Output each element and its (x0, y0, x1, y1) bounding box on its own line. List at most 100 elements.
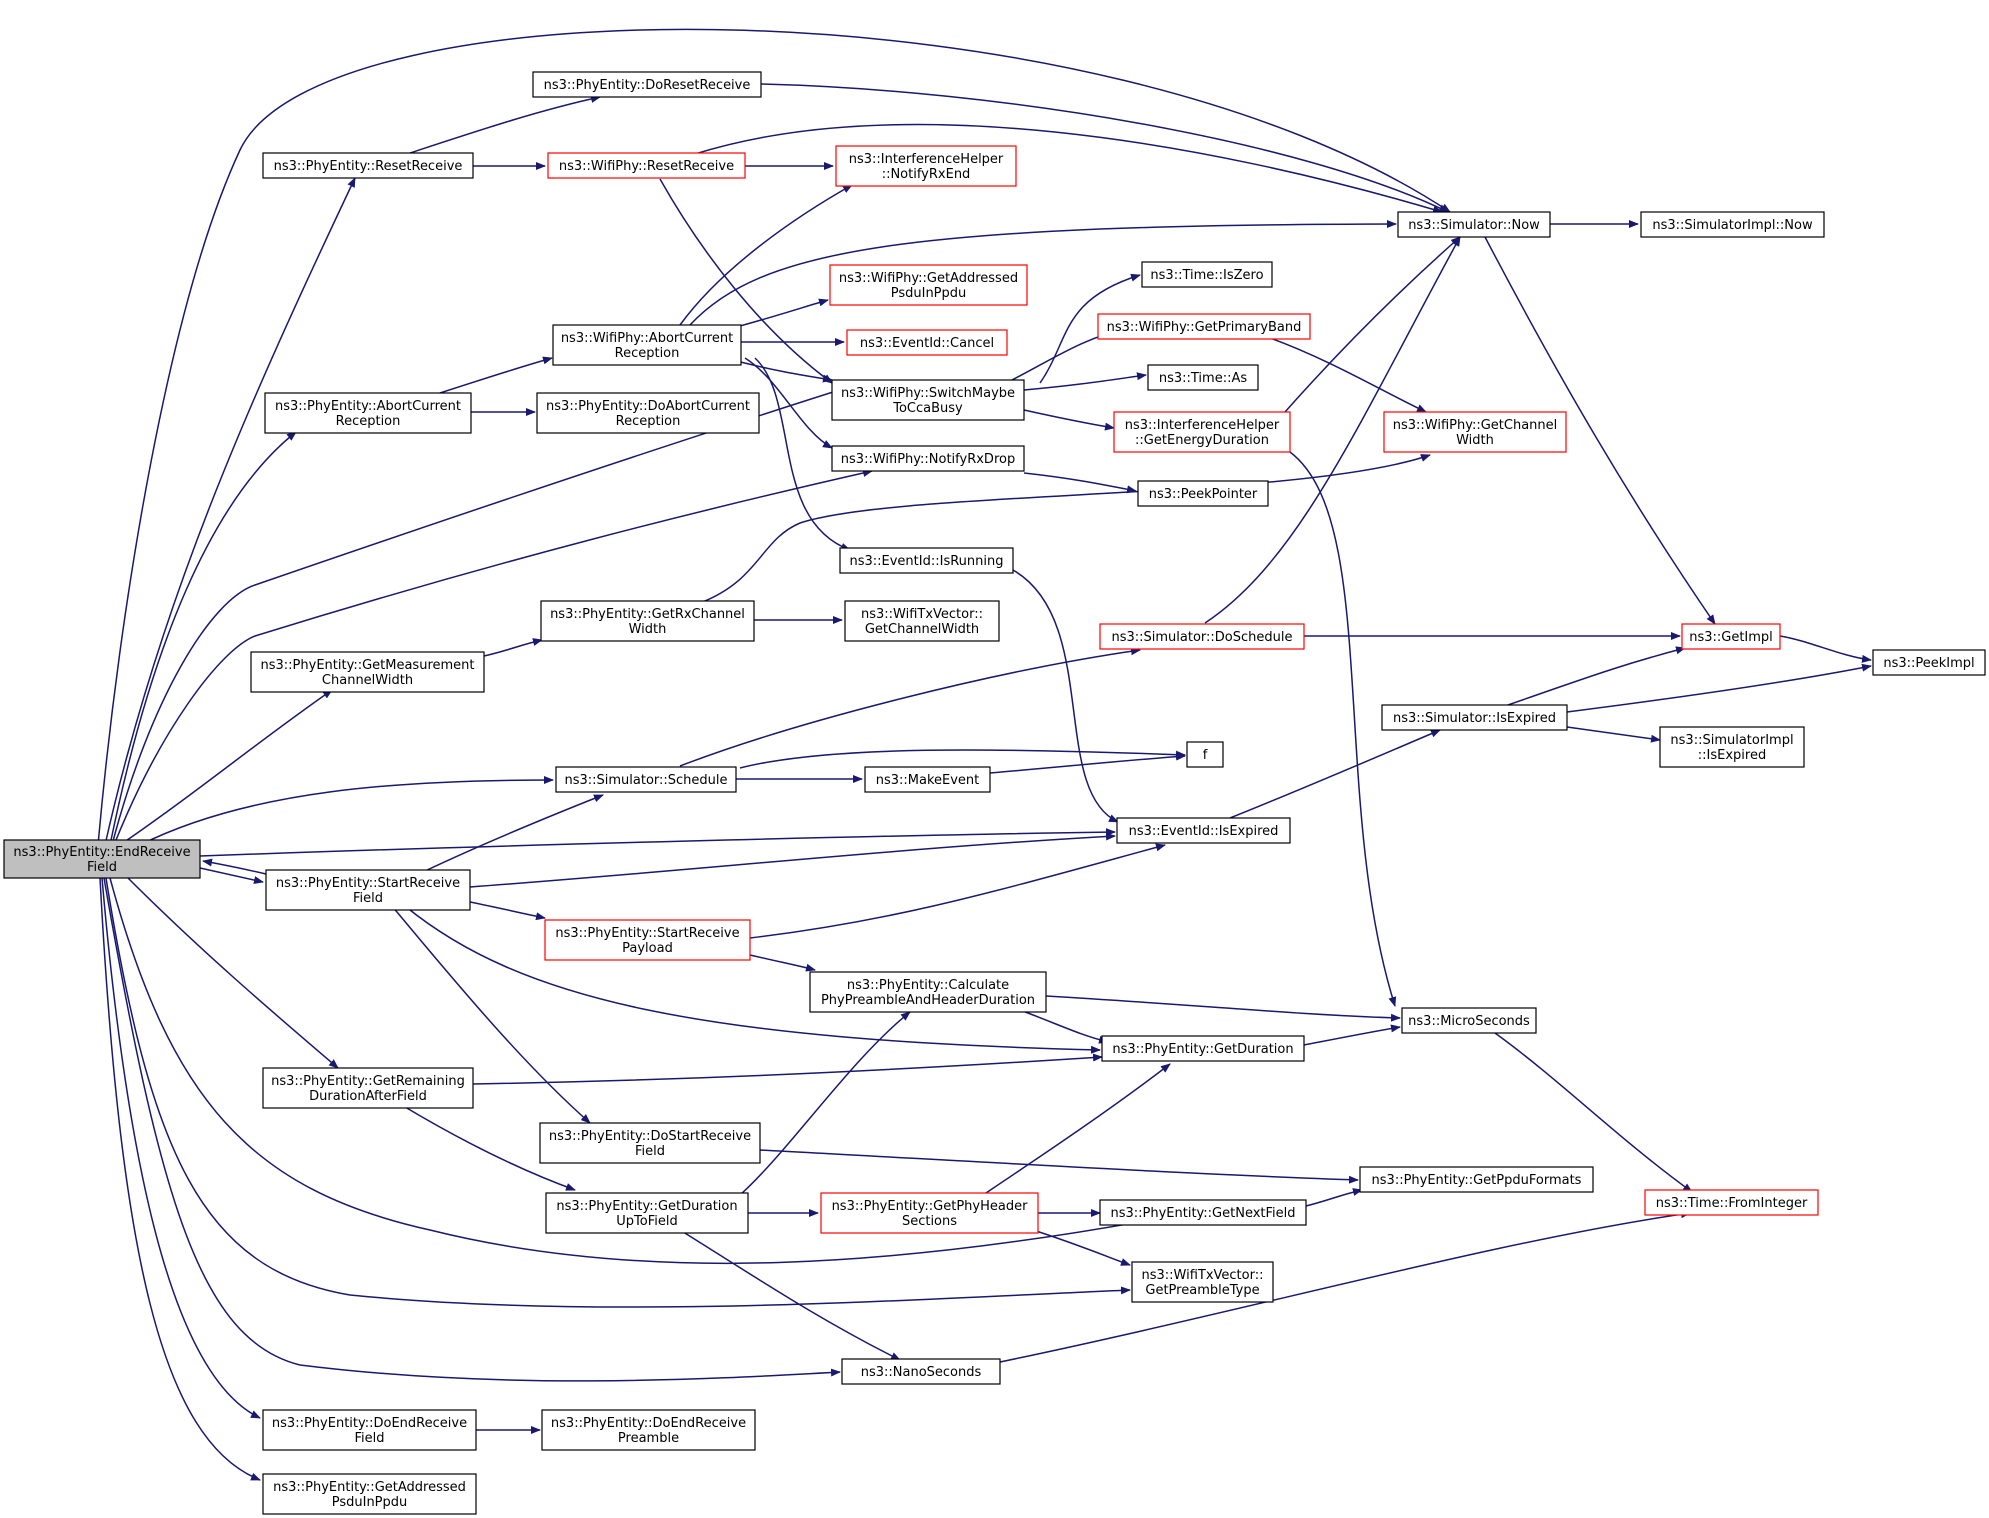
node-label: ::NotifyRxEnd (882, 167, 971, 182)
node-wifitxvector-getpreambletype[interactable]: ns3::WifiTxVector::GetPreambleType (1131, 1261, 1274, 1303)
node-label: Sections (902, 1214, 957, 1229)
node-phyentity-resetreceive[interactable]: ns3::PhyEntity::ResetReceive (262, 152, 474, 179)
node-label: ns3::WifiPhy::GetAddressed (839, 271, 1018, 286)
node-simulator-schedule[interactable]: ns3::Simulator::Schedule (555, 766, 737, 793)
node-label: ns3::PhyEntity::DoResetReceive (544, 78, 751, 93)
node-time-frominteger[interactable]: ns3::Time::FromInteger (1644, 1189, 1819, 1216)
node-box (264, 392, 472, 434)
node-box (532, 71, 762, 98)
node-eventid-cancel[interactable]: ns3::EventId::Cancel (846, 329, 1008, 356)
node-phyentity-getnextfield[interactable]: ns3::PhyEntity::GetNextField (1099, 1199, 1307, 1226)
node-label: ns3::PhyEntity::DoEndReceive (272, 1416, 467, 1431)
node-label: ns3::PhyEntity::GetPhyHeader (832, 1199, 1029, 1214)
node-box (545, 1192, 749, 1234)
node-time-iszero[interactable]: ns3::Time::IsZero (1141, 261, 1273, 288)
node-box (1872, 649, 1986, 676)
node-wifiphy-notifyrxdrop[interactable]: ns3::WifiPhy::NotifyRxDrop (831, 445, 1025, 472)
node-wifitxvector-getchannelwidth[interactable]: ns3::WifiTxVector::GetChannelWidth (844, 600, 1000, 642)
node-getimpl[interactable]: ns3::GetImpl (1681, 623, 1781, 650)
edge-startreceivefield-to-startreceivepayload (469, 901, 546, 921)
edge-getmeasurement-to-getrxchannelwidth (483, 638, 543, 657)
node-label: ns3::PeekPointer (1149, 487, 1258, 502)
node-simulator-now[interactable]: ns3::Simulator::Now (1397, 211, 1551, 238)
node-box (250, 651, 485, 693)
node-phyentity-doresetreceive[interactable]: ns3::PhyEntity::DoResetReceive (532, 71, 762, 98)
node-label: ns3::PhyEntity::AbortCurrent (275, 399, 461, 414)
node-phyentity-getppduformats[interactable]: ns3::PhyEntity::GetPpduFormats (1359, 1166, 1594, 1193)
node-label: Field (353, 891, 383, 906)
node-box (1099, 1199, 1307, 1226)
node-time-as[interactable]: ns3::Time::As (1147, 364, 1259, 391)
node-label: ns3::PhyEntity::GetMeasurement (261, 658, 475, 673)
node-phyentity-getduration[interactable]: ns3::PhyEntity::GetDuration (1101, 1035, 1305, 1062)
edge-endreceivefield-to-resetreceive (104, 177, 356, 846)
node-nanoseconds[interactable]: ns3::NanoSeconds (841, 1358, 1001, 1385)
node-simulatorimpl-isexpired[interactable]: ns3::SimulatorImpl::IsExpired (1659, 726, 1805, 768)
node-phyentity-getmeasurementchannelwidth[interactable]: ns3::PhyEntity::GetMeasurementChannelWid… (250, 651, 485, 693)
node-label: ns3::PhyEntity::Calculate (847, 978, 1009, 993)
node-label: Field (87, 860, 117, 875)
node-box (1097, 313, 1311, 340)
node-box (1659, 726, 1805, 768)
edge-endreceivefield-to-getaddressedpsduinppdu (99, 877, 261, 1481)
edge-getenergyduration-to-microseconds (1289, 451, 1397, 1007)
edge-wifiphy-abort-to-notifyrxdrop (744, 357, 833, 449)
node-label: ns3::InterferenceHelper (1125, 418, 1280, 433)
edge-makeevent-to-f (989, 752, 1186, 774)
node-box (1681, 623, 1781, 650)
edge-wifiphy-abort-to-notifyrxend (679, 184, 853, 326)
node-f[interactable]: f (1186, 741, 1224, 768)
node-label: ns3::PhyEntity::GetDuration (556, 1199, 737, 1214)
edge-nanoseconds-to-frominteger (999, 1210, 1691, 1363)
node-eventid-isrunning[interactable]: ns3::EventId::IsRunning (839, 547, 1014, 574)
node-makeevent[interactable]: ns3::MakeEvent (864, 766, 991, 793)
node-eventid-isexpired[interactable]: ns3::EventId::IsExpired (1116, 817, 1291, 844)
node-label: ns3::PhyEntity::DoAbortCurrent (546, 399, 750, 414)
node-wifiphy-getchannelwidth[interactable]: ns3::WifiPhy::GetChannelWidth (1383, 411, 1567, 453)
node-label: ns3::PhyEntity::GetNextField (1110, 1206, 1295, 1221)
node-microseconds[interactable]: ns3::MicroSeconds (1401, 1007, 1537, 1034)
edge-wifiphy-abort-to-simulator-now (689, 220, 1397, 326)
node-phyentity-calculatephypreambleandheaderduration[interactable]: ns3::PhyEntity::CalculatePhyPreambleAndH… (809, 971, 1047, 1013)
node-interferencehelper-getenergyduration[interactable]: ns3::InterferenceHelper::GetEnergyDurati… (1113, 411, 1291, 453)
node-label: ns3::Time::FromInteger (1656, 1196, 1808, 1211)
edge-phyentity-abort-to-wifiphy-abort (439, 356, 553, 394)
node-simulator-doschedule[interactable]: ns3::Simulator::DoSchedule (1099, 623, 1305, 650)
edge-endreceivefield-to-simulator-now (97, 28, 1451, 846)
edge-switchmaybe-to-getenergyduration (1023, 409, 1115, 431)
edge-wifiphy-abort-to-eventid-isrunning (754, 357, 851, 551)
node-box (1141, 261, 1273, 288)
node-simulator-isexpired[interactable]: ns3::Simulator::IsExpired (1381, 704, 1568, 731)
edge-eventid-isrunning-to-eventid-isexpired (1012, 569, 1119, 823)
node-peekimpl[interactable]: ns3::PeekImpl (1872, 649, 1986, 676)
node-box (1186, 741, 1224, 768)
edge-doresetreceive-to-simulator-now (760, 83, 1449, 213)
node-simulatorimpl-now[interactable]: ns3::SimulatorImpl::Now (1640, 211, 1825, 238)
node-box (831, 379, 1025, 421)
edge-endreceivefield-to-notifyrxdrop (113, 469, 873, 846)
edge-schedule-to-f (739, 749, 1186, 769)
node-peekpointer[interactable]: ns3::PeekPointer (1137, 480, 1269, 507)
node-box (809, 971, 1047, 1013)
node-interferencehelper-notifyrxend[interactable]: ns3::InterferenceHelper::NotifyRxEnd (835, 145, 1017, 187)
node-box (555, 766, 737, 793)
node-phyentity-getremainingdurationafterfield[interactable]: ns3::PhyEntity::GetRemainingDurationAfte… (262, 1067, 474, 1109)
node-wifiphy-resetreceive[interactable]: ns3::WifiPhy::ResetReceive (547, 152, 746, 179)
node-wifiphy-getprimaryband[interactable]: ns3::WifiPhy::GetPrimaryBand (1097, 313, 1311, 340)
